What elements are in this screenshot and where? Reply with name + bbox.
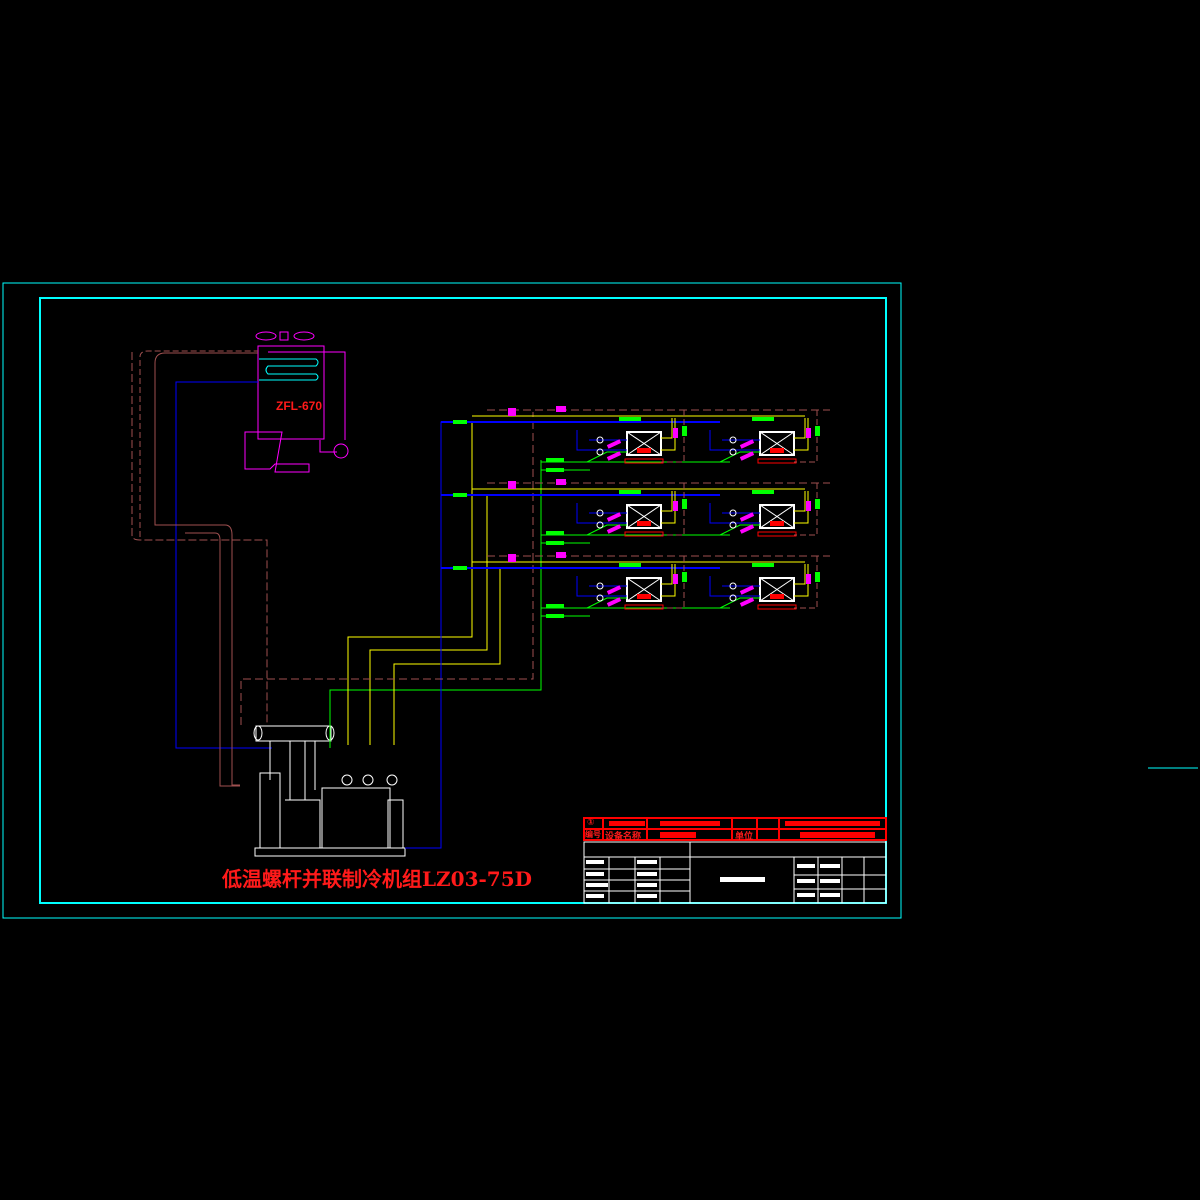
evaporator-row — [441, 479, 830, 545]
evaporator-unit — [709, 483, 820, 537]
evaporator-unit — [709, 556, 820, 610]
evaporator-unit — [576, 556, 687, 610]
evaporator-row — [441, 552, 830, 618]
title-block-header-name: 设备名称 — [605, 832, 642, 842]
drawing-title: 低温螺杆并联制冷机组LZ03-75D — [222, 867, 532, 891]
condenser — [244, 331, 349, 473]
evaporator-rows — [441, 406, 830, 618]
evaporator-unit — [576, 410, 687, 464]
title-block-header-no: 编号 — [585, 830, 601, 839]
condenser-label: ZFL-670 — [276, 399, 323, 413]
evaporator-unit — [709, 410, 820, 464]
outer-frame — [2, 282, 902, 919]
title-block-header-unit: 单位 — [735, 832, 754, 842]
title-block-item-no: ① — [587, 818, 595, 828]
condenser-piping — [131, 350, 272, 787]
compressor-rack — [253, 725, 406, 857]
evaporator-unit — [576, 483, 687, 537]
evaporator-row — [441, 406, 830, 472]
inner-frame — [39, 297, 887, 904]
